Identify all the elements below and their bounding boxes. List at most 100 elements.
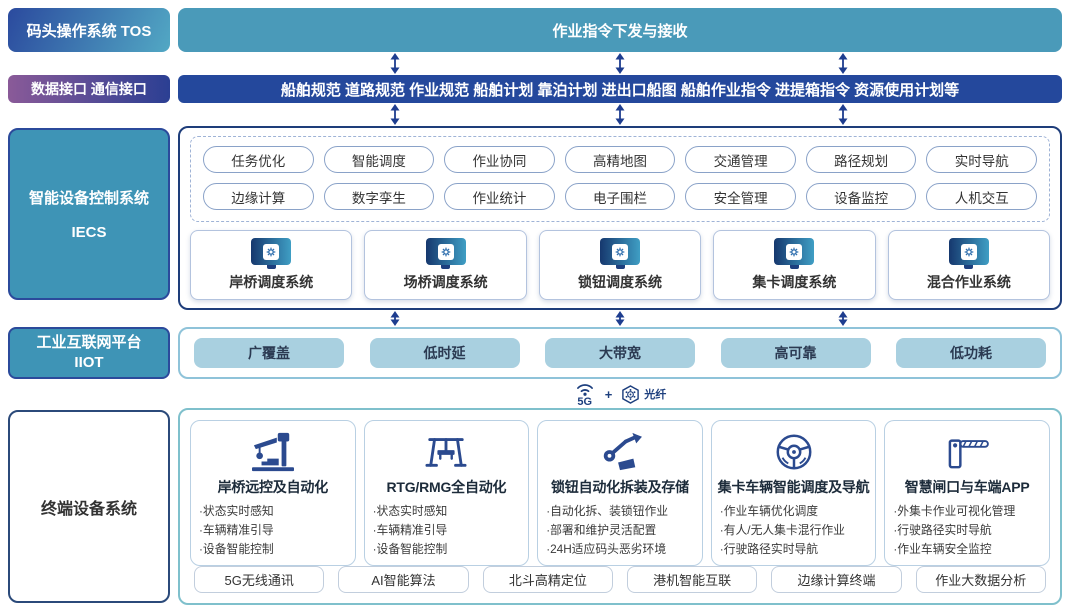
fiber-optic-icon: 光纤 [621, 384, 666, 404]
tos-bar: 作业指令下发与接收 [178, 8, 1062, 52]
iecs-feature-row1: 任务优化 智能调度 作业协同 高精地图 交通管理 路径规划 实时导航 [203, 146, 1038, 173]
system-card: 场桥调度系统 [364, 230, 527, 300]
terminal-container: 岸桥远控及自动化 ·状态实时感知 ·车辆精准引导 ·设备智能控制 RTG/RMG… [178, 408, 1062, 605]
feature-box: 电子围栏 [564, 183, 676, 210]
flow-arrow-icon [614, 311, 626, 326]
feature-box: 智能调度 [323, 146, 435, 173]
tech-pill: 作业大数据分析 [915, 566, 1046, 593]
feature-box: 交通管理 [685, 146, 796, 173]
iiot-pill: 广覆盖 [194, 338, 344, 368]
tech-pill: 5G无线通讯 [194, 566, 325, 593]
feature-box: 作业协同 [444, 146, 555, 173]
terminal-label: 终端设备系统 [8, 410, 170, 603]
flow-arrow-icon [837, 311, 849, 326]
bullet: ·车辆精准引导 [372, 523, 448, 538]
bullet: ·部署和维护灵活配置 [546, 523, 657, 538]
terminal-tech-pills: 5G无线通讯 AI智能算法 北斗高精定位 港机智能互联 边缘计算终端 作业大数据… [194, 566, 1046, 593]
monitor-gear-icon [251, 238, 292, 269]
bullet: ·状态实时感知 [372, 504, 448, 518]
wifi-5g-icon: 5G [574, 381, 596, 408]
feature-box: 实时导航 [926, 146, 1038, 173]
terminal-card-title: 岸桥远控及自动化 [217, 479, 329, 495]
flow-arrow-icon [389, 104, 401, 125]
bullet: ·作业车辆优化调度 [719, 504, 819, 518]
tech-pill: AI智能算法 [338, 566, 469, 593]
feature-box: 设备监控 [805, 183, 917, 210]
iiot-label-line1: 工业互联网平台 [36, 333, 142, 351]
terminal-card-truck-dispatch: 集卡车辆智能调度及导航 ·作业车辆优化调度 ·有人/无人集卡混行作业 ·行驶路径… [710, 420, 877, 566]
bullet: ·设备智能控制 [372, 542, 448, 557]
bullet: ·外集卡作业可视化管理 [893, 504, 1016, 518]
iecs-label-line2: IECS [71, 224, 107, 241]
iecs-label-line1: 智能设备控制系统 [28, 190, 149, 207]
iiot-pill: 低时延 [369, 338, 520, 368]
feature-box: 路径规划 [805, 146, 917, 173]
terminal-card-bullets: ·状态实时感知 ·车辆精准引导 ·设备智能控制 [365, 502, 448, 559]
monitor-gear-icon [425, 238, 466, 269]
terminal-card-bullets: ·状态实时感知 ·车辆精准引导 ·设备智能控制 [191, 502, 274, 559]
iecs-feature-group: 任务优化 智能调度 作业协同 高精地图 交通管理 路径规划 实时导航 边缘计算 … [190, 136, 1050, 222]
system-card: 锁钮调度系统 [538, 230, 702, 300]
iiot-pill: 高可靠 [720, 338, 871, 368]
tos-label: 码头操作系统 TOS [8, 8, 170, 52]
feature-box: 任务优化 [203, 146, 314, 173]
wifi-5g-caption: 5G [577, 395, 593, 408]
flow-arrow-icon [837, 53, 849, 74]
iecs-label: 智能设备控制系统 IECS [8, 128, 170, 300]
terminal-card-title: RTG/RMG全自动化 [386, 479, 507, 495]
system-card-label: 场桥调度系统 [403, 274, 488, 290]
system-card-label: 岸桥调度系统 [229, 274, 314, 290]
feature-box: 安全管理 [685, 183, 796, 210]
feature-box: 边缘计算 [203, 183, 314, 210]
data-interface-bar: 船舶规范 道路规范 作业规范 船舶计划 靠泊计划 进出口船图 船舶作业指令 进提… [178, 75, 1062, 103]
terminal-card-lock-pin: 锁钮自动化拆装及存储 ·自动化拆、装锁钮作业 ·部署和维护灵活配置 ·24H适应… [537, 420, 703, 566]
bullet: ·24H适应码头恶劣环境 [546, 542, 667, 557]
monitor-gear-icon [774, 238, 815, 269]
barrier-gate-icon [944, 427, 990, 477]
system-card-label: 锁钮调度系统 [578, 274, 663, 290]
tech-pill: 北斗高精定位 [482, 566, 613, 593]
flow-arrow-icon [389, 311, 401, 326]
terminal-cards-row: 岸桥远控及自动化 ·状态实时感知 ·车辆精准引导 ·设备智能控制 RTG/RMG… [190, 420, 1050, 566]
bullet: ·有人/无人集卡混行作业 [719, 523, 845, 538]
bullet: ·行驶路径实时导航 [719, 542, 819, 557]
terminal-card-bullets: ·作业车辆优化调度 ·有人/无人集卡混行作业 ·行驶路径实时导航 [712, 502, 845, 559]
system-card: 集卡调度系统 [713, 230, 876, 300]
terminal-card-quay-crane: 岸桥远控及自动化 ·状态实时感知 ·车辆精准引导 ·设备智能控制 [190, 420, 356, 566]
gantry-crane-icon [423, 427, 469, 477]
bullet: ·自动化拆、装锁钮作业 [546, 504, 669, 518]
terminal-card-rtg: RTG/RMG全自动化 ·状态实时感知 ·车辆精准引导 ·设备智能控制 [363, 420, 530, 566]
iecs-systems-row: 岸桥调度系统 场桥调度系统 锁钮调度系统 集卡调度系统 混合作业系统 [190, 230, 1051, 300]
network-link-row: 5G + 光纤 [178, 381, 1062, 407]
plus-sign: + [604, 386, 613, 402]
system-card-label: 混合作业系统 [926, 274, 1011, 290]
flow-arrow-icon [389, 53, 401, 74]
flow-arrow-icon [614, 53, 626, 74]
monitor-gear-icon [600, 238, 641, 269]
iiot-label: 工业互联网平台 IIOT [8, 327, 170, 379]
monitor-gear-icon [948, 238, 989, 269]
robot-arm-icon [597, 427, 643, 477]
iiot-label-line2: IIOT [74, 354, 104, 371]
bullet: ·状态实时感知 [199, 504, 274, 518]
system-card: 岸桥调度系统 [190, 230, 353, 300]
iiot-pill: 大带宽 [545, 338, 695, 368]
system-card: 混合作业系统 [887, 230, 1051, 300]
iiot-pill: 低功耗 [896, 338, 1046, 368]
iiot-container: 广覆盖 低时延 大带宽 高可靠 低功耗 [178, 327, 1062, 379]
steering-wheel-icon [773, 427, 815, 477]
terminal-card-title: 智慧闸口与车端APP [904, 479, 1030, 495]
flow-arrow-icon [614, 104, 626, 125]
tech-pill: 港机智能互联 [626, 566, 758, 593]
bullet: ·行驶路径实时导航 [893, 523, 992, 538]
feature-box: 高精地图 [564, 146, 676, 173]
terminal-card-bullets: ·外集卡作业可视化管理 ·行驶路径实时导航 ·作业车辆安全监控 [885, 502, 1015, 559]
iecs-container: 任务优化 智能调度 作业协同 高精地图 交通管理 路径规划 实时导航 边缘计算 … [178, 126, 1062, 310]
data-interface-label: 数据接口 通信接口 [8, 75, 170, 103]
terminal-card-bullets: ·自动化拆、装锁钮作业 ·部署和维护灵活配置 ·24H适应码头恶劣环境 [538, 502, 668, 559]
iecs-feature-row2: 边缘计算 数字孪生 作业统计 电子围栏 安全管理 设备监控 人机交互 [203, 183, 1038, 210]
system-card-label: 集卡调度系统 [752, 274, 837, 290]
bullet: ·作业车辆安全监控 [893, 542, 992, 557]
feature-box: 数字孪生 [323, 183, 435, 210]
